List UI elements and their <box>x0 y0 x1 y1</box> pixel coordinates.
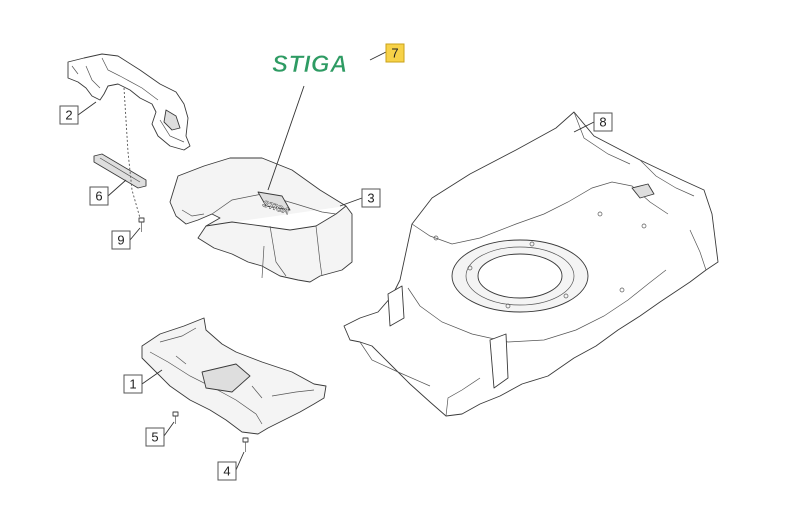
leader-lines <box>77 51 595 471</box>
callout-label-3: 3 <box>367 191 374 206</box>
logo-text: STIGA <box>272 51 348 78</box>
callout-label-6: 6 <box>95 189 102 204</box>
part-screw-4 <box>242 437 249 452</box>
callout-9: 9 <box>111 230 131 250</box>
part-mower-deck <box>343 111 719 417</box>
part-screw-9 <box>138 217 145 232</box>
part-screw-5 <box>172 411 179 424</box>
callout-label-8: 8 <box>599 115 606 130</box>
callout-label-7: 7 <box>391 46 398 61</box>
callout-8: 8 <box>593 112 613 132</box>
callout-label-1: 1 <box>129 377 136 392</box>
part-upper-cover: STIGA <box>169 157 353 283</box>
part-lower-guard <box>141 317 327 435</box>
part-strip <box>93 153 147 189</box>
callout-6: 6 <box>89 186 109 206</box>
assembly-line-2-9 <box>123 87 141 219</box>
callout-5: 5 <box>145 427 165 447</box>
callout-label-9: 9 <box>117 233 124 248</box>
callout-3: 3 <box>361 188 381 208</box>
callout-label-5: 5 <box>151 430 158 445</box>
part-handle-bracket <box>67 53 191 151</box>
callout-2: 2 <box>59 105 79 125</box>
callout-1: 1 <box>123 374 143 394</box>
stiga-logo: STIGA <box>272 51 348 79</box>
callout-4: 4 <box>217 461 237 481</box>
callout-label-2: 2 <box>65 108 72 123</box>
callout-label-4: 4 <box>223 464 230 479</box>
callout-7: 7 <box>385 43 405 63</box>
